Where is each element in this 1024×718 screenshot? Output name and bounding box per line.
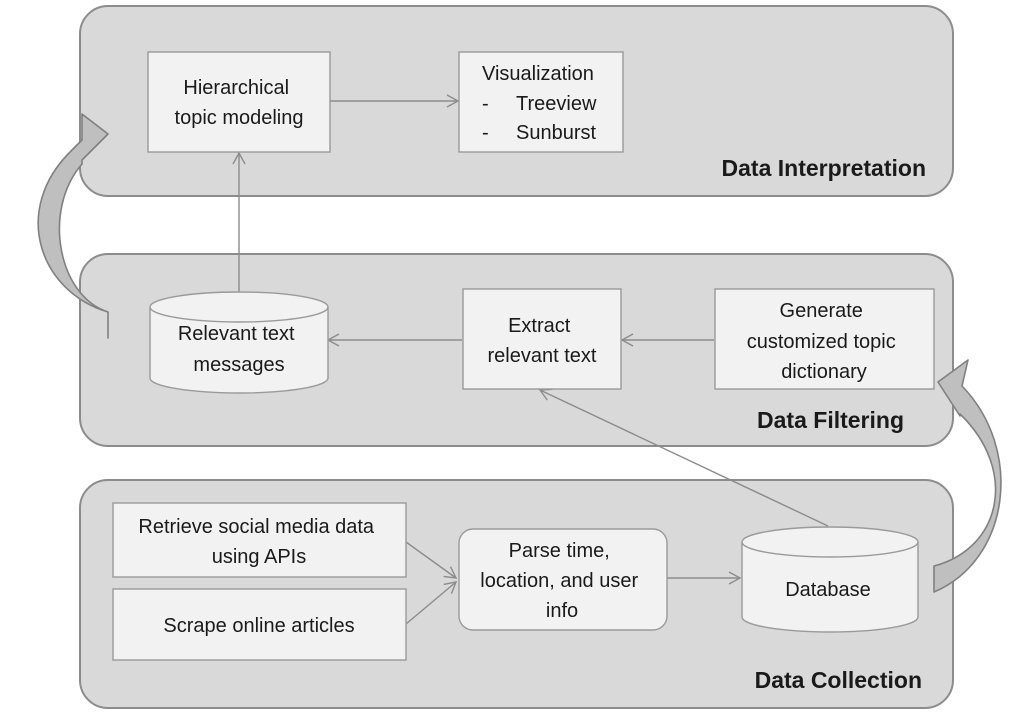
box-hierarchical-topic-modeling	[147, 51, 331, 153]
label-retrieve: Retrieve social media data using APIs	[138, 516, 379, 568]
panel-title-interpretation: Data Interpretation	[722, 155, 926, 181]
label-scrape: Scrape online articles	[163, 615, 354, 637]
box-generate-dictionary	[714, 288, 935, 390]
label-generate: Generate customized topic dictionary	[747, 300, 902, 383]
box-retrieve-social-media	[112, 502, 407, 578]
arrow-scrape-to-parse	[405, 581, 458, 625]
label-extract: Extract relevant text	[488, 315, 597, 367]
box-extract-relevant-text	[462, 288, 622, 390]
label-hierarchical: Hierarchical topic modeling	[175, 77, 304, 129]
panel-title-filtering: Data Filtering	[757, 407, 904, 433]
label-relevant-messages: Relevant text messages	[178, 323, 300, 376]
cylinder-database	[741, 526, 919, 633]
box-parse-info	[458, 528, 668, 631]
arrow-database-to-extract	[538, 388, 829, 527]
panel-title-collection: Data Collection	[755, 667, 922, 693]
label-parse: Parse time, location, and user info	[480, 540, 643, 622]
box-visualization	[458, 51, 624, 153]
label-visualization: Visualization - Treeview - Sunburst	[482, 63, 602, 144]
cylinder-relevant-text-messages	[149, 291, 329, 394]
label-database: Database	[785, 579, 871, 601]
curved-arrow-left	[37, 113, 109, 339]
box-scrape-articles	[112, 588, 407, 661]
curved-arrow-right	[933, 359, 1002, 593]
arrow-retrieve-to-parse	[405, 541, 458, 579]
